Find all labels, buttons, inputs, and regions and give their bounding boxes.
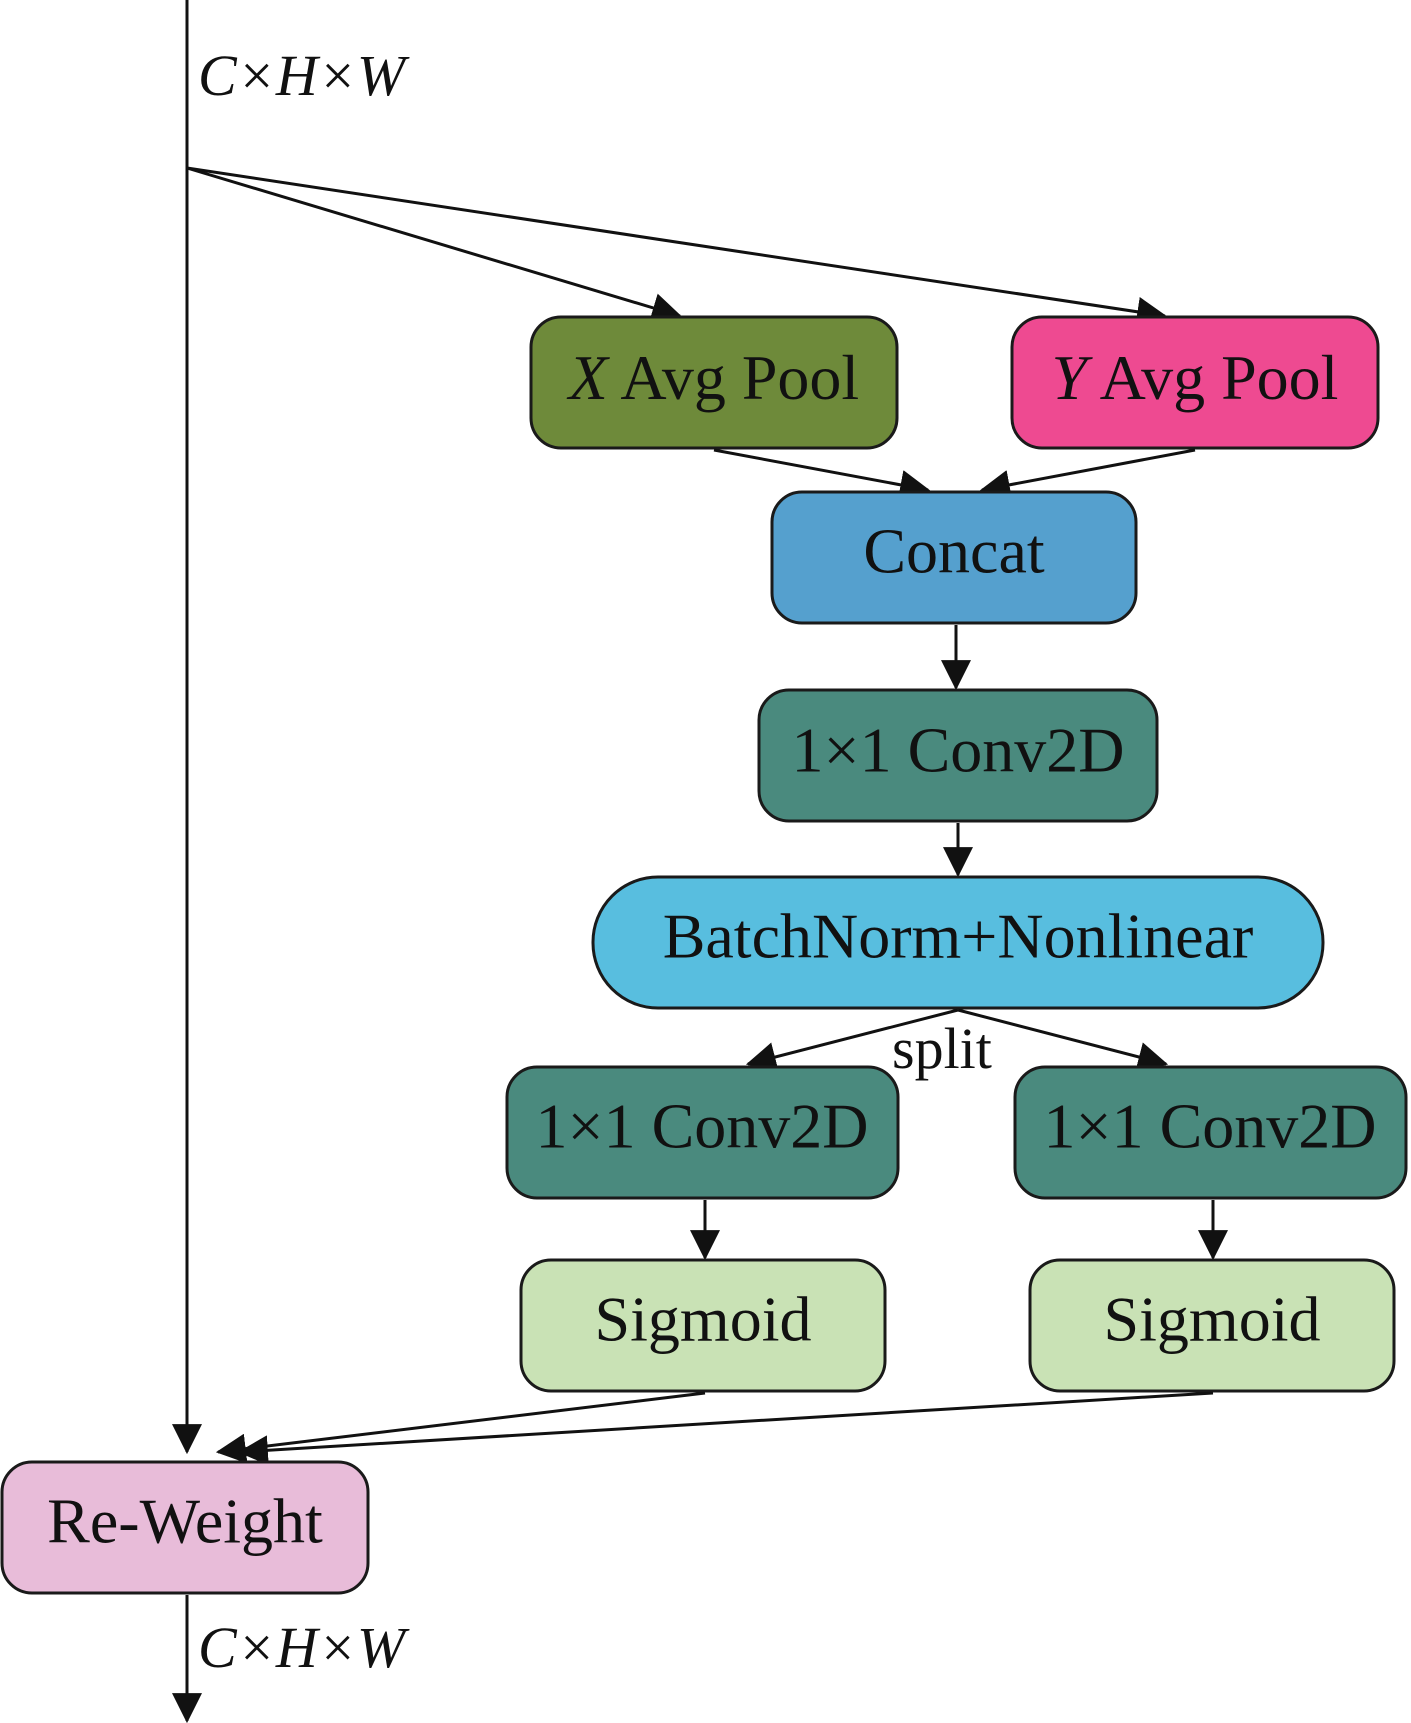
sigmoid-right-node: Sigmoid — [1028, 1258, 1396, 1393]
sigmoid-right-label: Sigmoid — [1104, 1284, 1321, 1355]
concat-box — [770, 490, 1138, 625]
sigmoid-right-box — [1028, 1258, 1396, 1393]
reweight-label: Re-Weight — [47, 1486, 323, 1557]
y-avg-pool-node: Y Avg Pool — [1010, 315, 1380, 450]
edge-sigmoid-left-to-reweight — [215, 1391, 706, 1464]
edge-to-y-pool — [186, 166, 1168, 327]
output-dimension-label: C×H×W — [198, 1615, 410, 1680]
conv-left-node: 1×1 Conv2D — [505, 1065, 900, 1200]
y-avg-pool-label: Y Avg Pool — [1052, 342, 1339, 413]
input-dimension-label: C×H×W — [198, 43, 410, 108]
concat-node: Concat — [770, 490, 1138, 625]
reweight-box — [0, 1460, 370, 1595]
conv-right-node: 1×1 Conv2D — [1013, 1065, 1408, 1200]
x-avg-pool-node: X Avg Pool — [529, 315, 899, 450]
batchnorm-label: BatchNorm+Nonlinear — [663, 901, 1254, 972]
conv-right-box — [1013, 1065, 1408, 1200]
batchnorm-node: BatchNorm+Nonlinear — [591, 875, 1325, 1010]
concat-label: Concat — [863, 516, 1045, 587]
edge-split-left — [745, 1008, 959, 1072]
sigmoid-left-label: Sigmoid — [595, 1284, 812, 1355]
y-avg-pool-box — [1010, 315, 1380, 450]
sigmoid-left-node: Sigmoid — [519, 1258, 887, 1393]
edge-to-x-pool — [186, 166, 683, 323]
conv-main-label: 1×1 Conv2D — [792, 715, 1125, 786]
conv-left-box — [505, 1065, 900, 1200]
conv-left-label: 1×1 Conv2D — [536, 1091, 869, 1162]
reweight-node: Re-Weight — [0, 1460, 370, 1595]
x-avg-pool-label: X Avg Pool — [566, 342, 859, 413]
conv-main-box — [757, 688, 1159, 823]
conv-main-node: 1×1 Conv2D — [757, 688, 1159, 823]
conv-right-label: 1×1 Conv2D — [1044, 1091, 1377, 1162]
edge-y-pool-to-concat — [979, 448, 1196, 500]
batchnorm-box — [591, 875, 1325, 1010]
edge-split-right — [957, 1008, 1169, 1072]
edge-x-pool-to-concat — [713, 448, 931, 500]
edge-sigmoid-right-to-reweight — [237, 1391, 1214, 1466]
sigmoid-left-box — [519, 1258, 887, 1393]
split-label: split — [892, 1016, 992, 1081]
x-avg-pool-box — [529, 315, 899, 450]
